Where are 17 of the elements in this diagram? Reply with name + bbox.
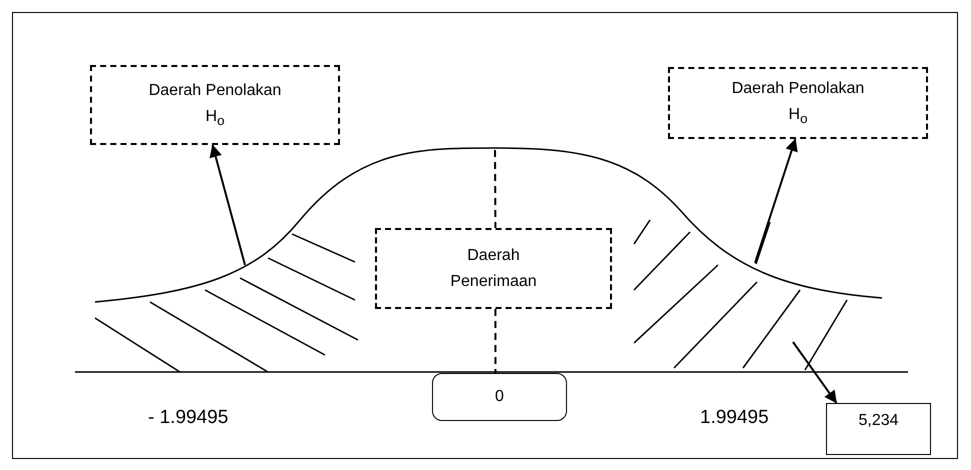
value-box — [826, 403, 931, 455]
arrow — [210, 144, 246, 266]
axis-value-label: - 1.99495 — [148, 407, 228, 429]
node-text: Daerah Penerimaan — [449, 246, 538, 292]
axis-value-label: 1.99495 — [700, 407, 769, 429]
arrow — [792, 341, 838, 404]
dashed-line — [494, 309, 496, 373]
dashed-text-box — [668, 67, 928, 139]
node-text: Daerah Penolakan H$_{o}$ — [148, 81, 282, 130]
node-text: 0 — [495, 387, 504, 408]
node-text: Daerah Penolakan H$_{o}$ — [730, 79, 866, 128]
dashed-line — [494, 150, 496, 228]
dashed-text-box — [90, 65, 340, 145]
node-text: 5,234 — [858, 411, 899, 431]
arrow — [754, 138, 798, 264]
dashed-text-box — [375, 228, 612, 309]
value-box — [432, 373, 567, 421]
